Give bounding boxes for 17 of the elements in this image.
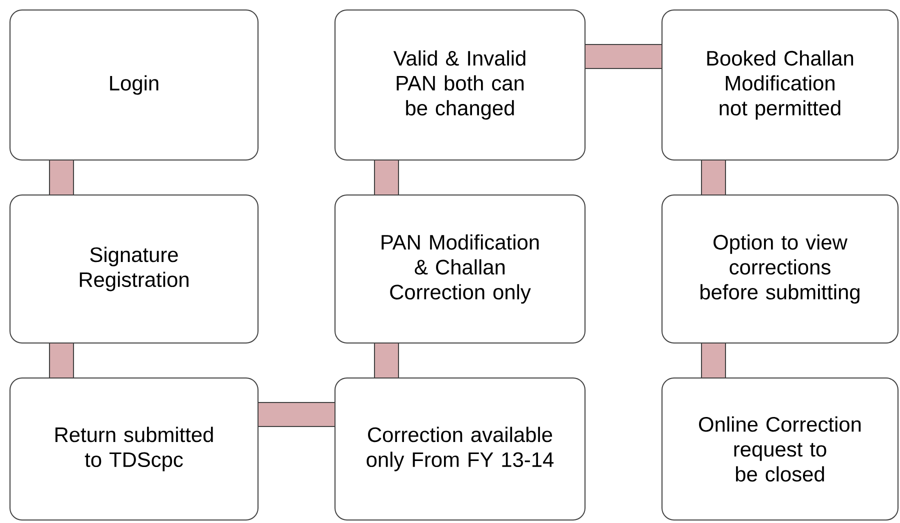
process-box: Booked Challan Modification not permitted xyxy=(662,10,898,160)
connector-bar xyxy=(374,344,399,378)
connector-bar xyxy=(374,160,399,194)
connector-bar xyxy=(701,160,726,194)
connector-bar xyxy=(586,44,662,69)
connector-bar xyxy=(49,160,74,194)
process-box: Login xyxy=(10,10,258,160)
process-box: Signature Registration xyxy=(10,194,258,344)
connector-bar xyxy=(701,344,726,378)
process-box: Correction available only From FY 13-14 xyxy=(334,378,586,520)
process-box: Online Correction request to be closed xyxy=(662,378,898,520)
connector-bar xyxy=(258,402,334,427)
process-box: Return submitted to TDScpc xyxy=(10,378,258,520)
process-box: Valid & Invalid PAN both can be changed xyxy=(334,10,586,160)
connector-bar xyxy=(49,344,74,378)
process-box: PAN Modification & Challan Correction only xyxy=(334,194,586,344)
process-box: Option to view corrections before submitting xyxy=(662,194,898,344)
